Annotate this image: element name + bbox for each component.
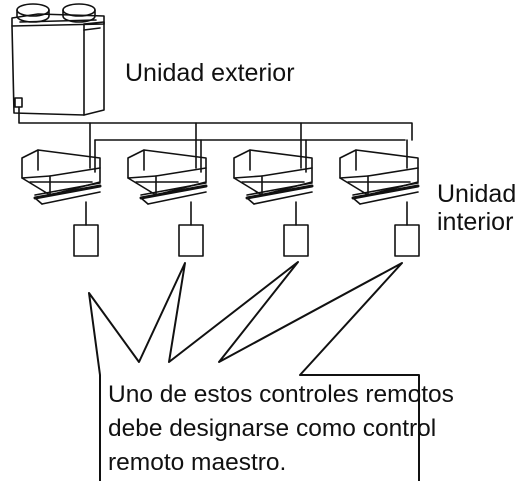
remote-controller-4	[394, 201, 420, 257]
callout-line-1: Uno de estos controles remotos	[108, 381, 454, 408]
indoor-unit-1	[21, 149, 102, 205]
indoor-unit-label: Unidad interior	[437, 180, 516, 236]
callout-line-2: debe designarse como control	[108, 415, 437, 442]
outdoor-unit-label: Unidad exterior	[125, 59, 295, 87]
indoor-unit-label-line1: Unidad	[437, 180, 517, 208]
outdoor-unit	[11, 3, 105, 116]
indoor-unit-4	[339, 149, 420, 205]
remote-controller-2	[178, 201, 204, 257]
callout-line-3: remoto maestro.	[108, 449, 287, 476]
remote-controller-1	[73, 201, 99, 257]
callout-bubble	[88, 261, 420, 481]
refrigerant-pipes	[18, 106, 413, 173]
indoor-unit-3	[233, 149, 314, 205]
callout-text: Uno de estos controles remotos debe desi…	[108, 378, 454, 480]
indoor-unit-2	[127, 149, 208, 205]
indoor-unit-label-line2: interior	[437, 208, 514, 236]
remote-controller-3	[283, 201, 309, 257]
